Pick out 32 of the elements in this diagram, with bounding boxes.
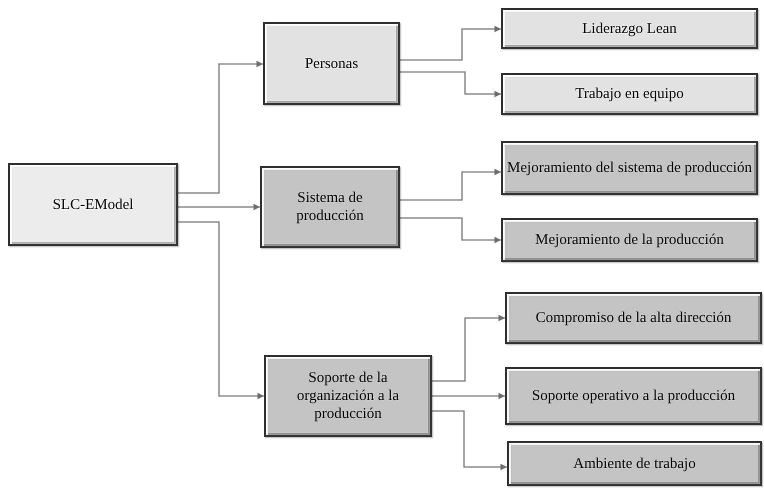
connector-arrow — [400, 217, 501, 244]
process-box — [501, 218, 758, 262]
process-box — [505, 292, 762, 344]
connector-arrow — [432, 410, 507, 470]
connector-arrow — [400, 26, 501, 61]
node-label: Personas — [304, 54, 358, 72]
node-label: Sistema de producción — [295, 189, 365, 225]
process-box — [507, 441, 762, 486]
process-box — [501, 73, 758, 115]
process-box — [260, 166, 400, 248]
connector-arrow — [178, 204, 260, 210]
connector-arrow — [432, 314, 505, 382]
node-label: Ambiente de trabajo — [573, 454, 696, 472]
node-label: Mejoramiento del sistema de producción — [507, 159, 752, 177]
connector-arrow — [432, 392, 505, 400]
connector-arrow — [178, 60, 263, 194]
node-label: Soporte de la organización a la producción — [296, 369, 400, 423]
connector-arrow — [400, 71, 501, 98]
process-box — [501, 8, 758, 49]
process-box — [8, 163, 178, 246]
connector-arrow — [400, 168, 501, 201]
node-label: Liderazgo Lean — [582, 20, 677, 38]
process-box — [264, 355, 432, 437]
node-label: Trabajo en equipo — [575, 85, 684, 103]
process-box — [263, 22, 400, 105]
process-box — [501, 141, 758, 195]
process-box — [505, 367, 762, 425]
node-label: Mejoramiento de la producción — [535, 231, 724, 249]
node-label: Compromiso de la alta dirección — [536, 309, 732, 327]
connector-arrow — [178, 221, 264, 400]
node-label: Soporte operativo a la producción — [532, 387, 736, 405]
node-label: SLC-EModel — [52, 196, 134, 214]
